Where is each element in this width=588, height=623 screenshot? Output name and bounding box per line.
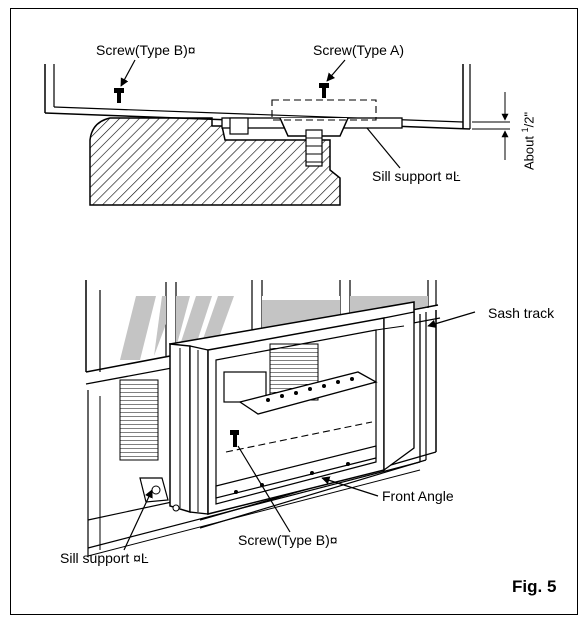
label-screw-type-b-top: Screw(Type B)¤: [96, 42, 196, 58]
leader-front-angle: [321, 476, 379, 497]
sill-rail: [238, 371, 378, 415]
sill-support-bracket: [221, 117, 403, 167]
label-sash-track: Sash track: [488, 305, 555, 321]
leader-sash-track: [427, 311, 476, 328]
label-sill-support-bottom: Sill support ¤Ŀ: [60, 550, 149, 566]
leader-sill-support-bottom: [123, 489, 153, 551]
label-dimension-about: About 1/2": [520, 111, 537, 170]
dashed-support-outline: [271, 99, 377, 121]
screw-type-b-icon: [114, 88, 124, 103]
window-sill-hatched: [89, 117, 341, 206]
leader-screw-b-bottom: [237, 445, 291, 533]
dimension-marker: [472, 92, 510, 160]
figure-frame: [10, 8, 578, 615]
label-screw-type-b-bottom: Screw(Type B)¤: [238, 532, 338, 548]
label-sill-support-top: Sill support ¤Ŀ: [372, 168, 461, 184]
leader-screw-b-top: [120, 59, 136, 87]
figure-title: Fig. 5: [512, 577, 557, 596]
leader-sill-support-top: [366, 127, 401, 169]
leader-screw-a-top: [326, 59, 346, 82]
screw-type-a-icon: [319, 83, 329, 98]
front-angle-dashed: [225, 421, 373, 453]
rear-grille: [119, 379, 159, 461]
front-angle: [215, 445, 377, 499]
screw-type-b-bottom-icon: [230, 430, 239, 447]
label-screw-type-a: Screw(Type A): [313, 42, 405, 58]
label-front-angle: Front Angle: [382, 488, 454, 504]
